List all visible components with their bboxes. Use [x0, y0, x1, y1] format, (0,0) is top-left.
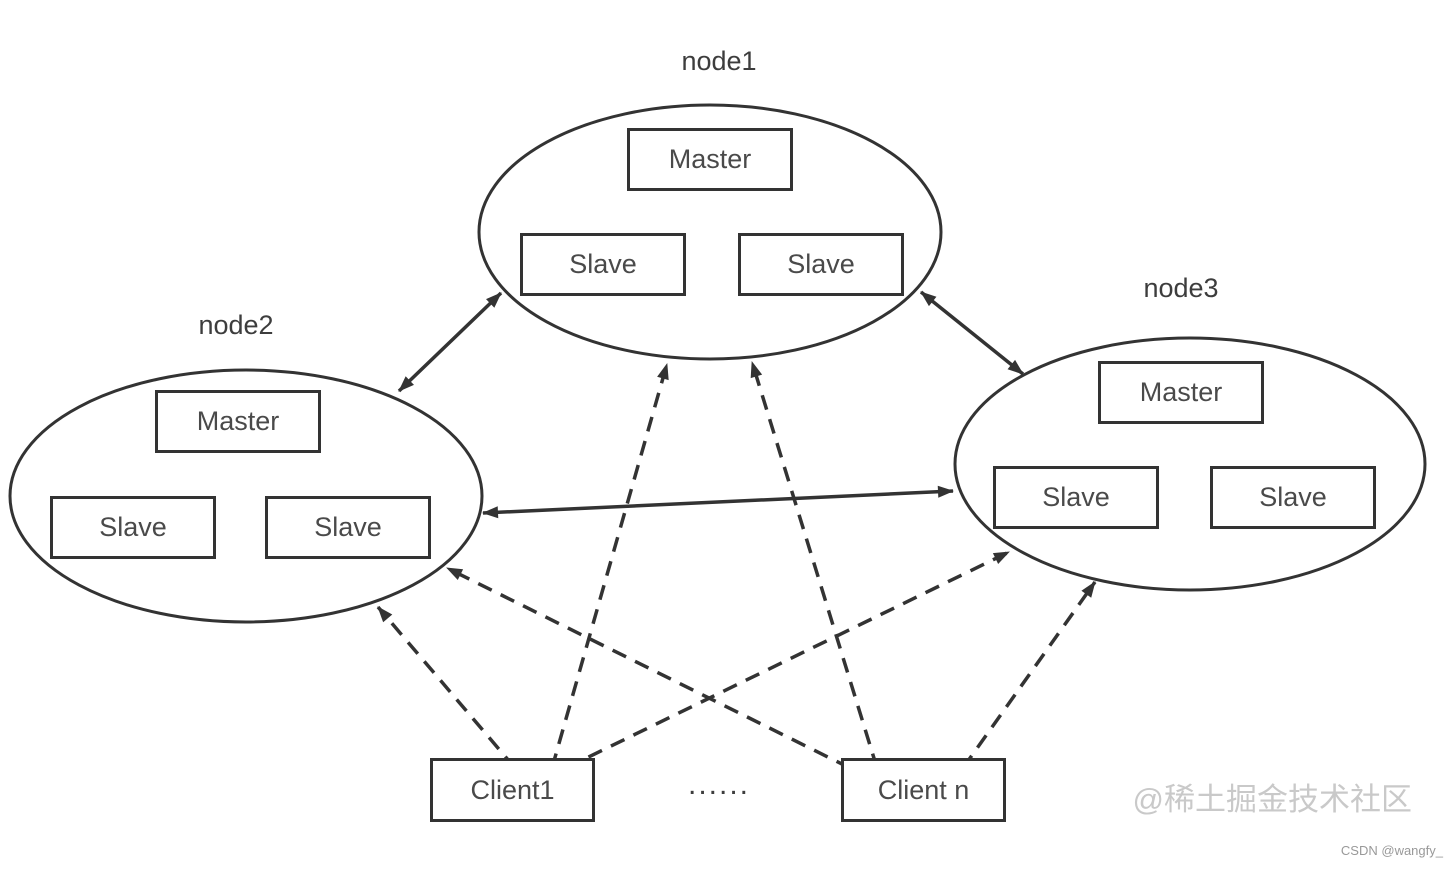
link-node2-node1	[397, 291, 503, 393]
clientn-box: Client n	[841, 758, 1006, 822]
node3-master-box: Master	[1098, 361, 1264, 424]
node2-master-box: Master	[155, 390, 321, 453]
link-clientn-node1	[750, 361, 879, 769]
credit-text: CSDN @wangfy_	[1340, 843, 1443, 858]
node2-slave-box-2: Slave	[265, 496, 431, 559]
node3-slave-box-2: Slave	[1210, 466, 1376, 529]
node2-label: node2	[198, 310, 274, 340]
link-client1-node2	[376, 605, 517, 770]
watermark-text: @稀土掘金技术社区	[1132, 782, 1412, 817]
link-node1-node3	[919, 290, 1025, 376]
node1-master-box: Master	[627, 128, 793, 191]
node2-ellipse	[8, 368, 484, 624]
node2-slave-box-1: Slave	[50, 496, 216, 559]
node3-label: node3	[1143, 273, 1219, 303]
clients-ellipsis: ......	[687, 768, 750, 801]
link-client1-node3	[565, 550, 1010, 770]
node1-slave-box-1: Slave	[520, 233, 686, 296]
node1-label: node1	[681, 46, 757, 76]
client1-box: Client1	[430, 758, 595, 822]
link-clientn-node2	[446, 566, 851, 770]
link-node2-node3	[482, 485, 954, 519]
node3-slave-box-1: Slave	[993, 466, 1159, 529]
node1-slave-box-2: Slave	[738, 233, 904, 296]
link-client1-node1	[550, 363, 669, 769]
link-clientn-node3	[961, 580, 1097, 770]
